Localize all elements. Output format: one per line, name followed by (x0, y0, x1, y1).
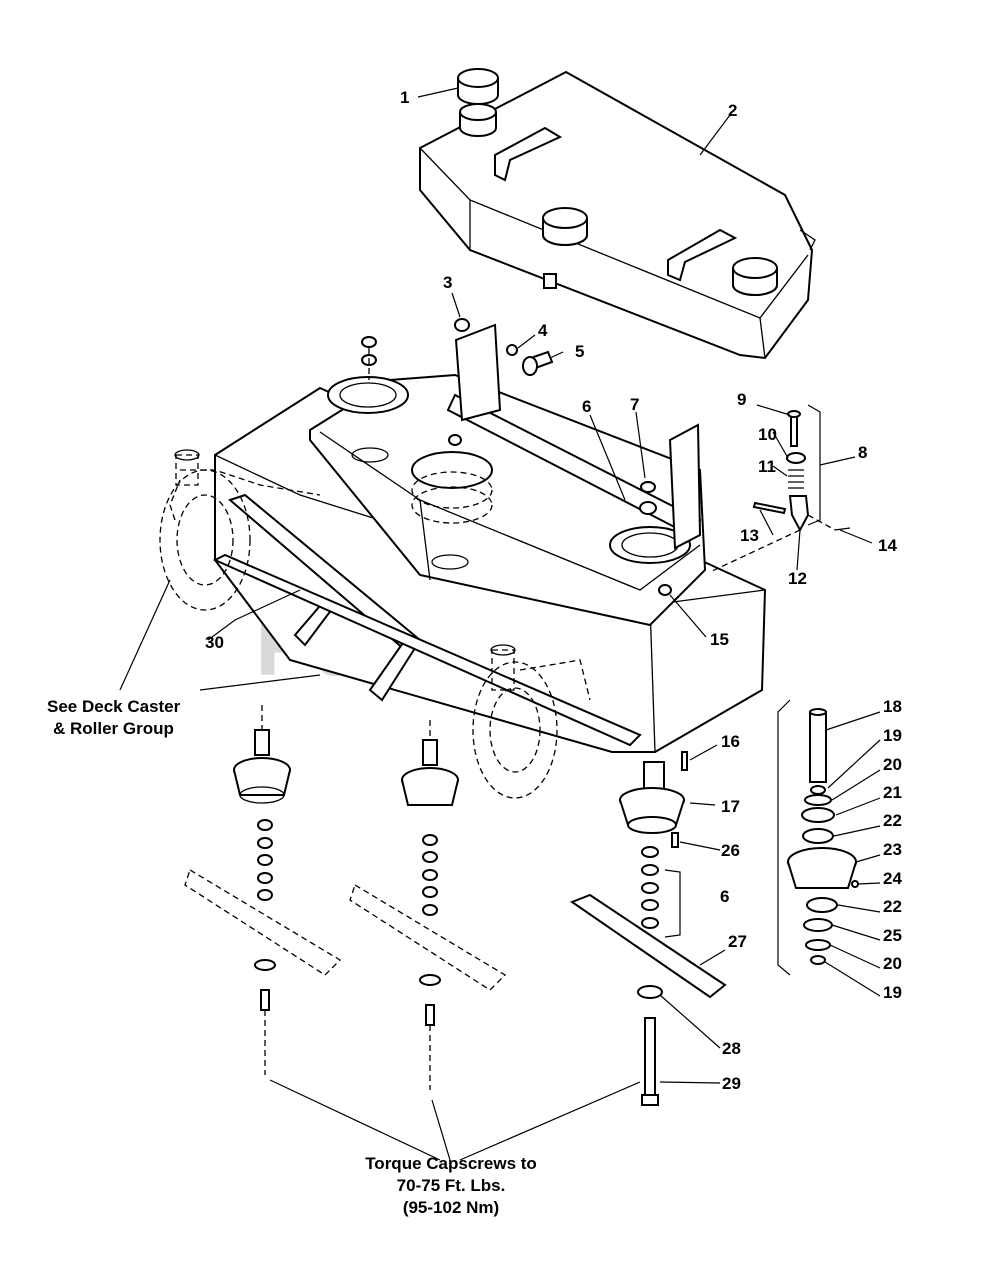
callout-10: 10 (758, 425, 777, 444)
spindle-center (349, 720, 507, 1090)
caster-note: See Deck Caster & Roller Group (47, 697, 181, 738)
hardware-3-4-5 (361, 318, 672, 596)
callout-29: 29 (722, 1074, 741, 1093)
callout-24: 24 (883, 869, 902, 888)
callout-2: 2 (728, 101, 737, 120)
callout-20: 20 (883, 755, 902, 774)
callout-17: 17 (721, 797, 740, 816)
tensioner-assembly (709, 404, 851, 573)
callout-labels: 1 2 3 4 5 6 7 8 9 10 11 12 13 14 15 16 1… (205, 88, 902, 1093)
callout-20b: 20 (883, 954, 902, 973)
callout-1: 1 (400, 88, 409, 107)
torque-note-line3: (95-102 Nm) (403, 1198, 499, 1217)
callout-18: 18 (883, 697, 902, 716)
spindle-left (184, 705, 342, 1075)
callout-28: 28 (722, 1039, 741, 1058)
callout-4: 4 (538, 321, 548, 340)
callout-14: 14 (878, 536, 897, 555)
callout-22: 22 (883, 811, 902, 830)
callout-6: 6 (582, 397, 591, 416)
callout-19: 19 (883, 726, 902, 745)
spindle-right (569, 751, 727, 1106)
callout-3: 3 (443, 273, 452, 292)
callout-15: 15 (710, 630, 729, 649)
callout-23: 23 (883, 840, 902, 859)
mower-deck (214, 323, 767, 753)
leader-lines (119, 87, 881, 1161)
torque-note-line2: 70-75 Ft. Lbs. (397, 1176, 506, 1195)
callout-6b: 6 (720, 887, 729, 906)
callout-8: 8 (858, 443, 867, 462)
callout-5: 5 (575, 342, 584, 361)
callout-26: 26 (721, 841, 740, 860)
callout-21: 21 (883, 783, 902, 802)
callout-19b: 19 (883, 983, 902, 1002)
caster-note-line1: See Deck Caster (47, 697, 181, 716)
caster-left (159, 449, 321, 611)
callout-12: 12 (788, 569, 807, 588)
callout-30: 30 (205, 633, 224, 652)
callout-25: 25 (883, 926, 902, 945)
caster-right (472, 644, 591, 799)
callout-22b: 22 (883, 897, 902, 916)
side-rail (212, 493, 642, 747)
callout-9: 9 (737, 390, 746, 409)
spindle-exploded (777, 699, 859, 976)
deck-cover (419, 70, 816, 360)
callout-13: 13 (740, 526, 759, 545)
bumper-part-1 (457, 68, 499, 137)
callout-16: 16 (721, 732, 740, 751)
caster-note-line2: & Roller Group (53, 719, 174, 738)
callout-7: 7 (630, 395, 639, 414)
callout-27: 27 (728, 932, 747, 951)
torque-note: Torque Capscrews to 70-75 Ft. Lbs. (95-1… (365, 1154, 537, 1217)
torque-note-line1: Torque Capscrews to (365, 1154, 537, 1173)
callout-11: 11 (758, 457, 776, 476)
